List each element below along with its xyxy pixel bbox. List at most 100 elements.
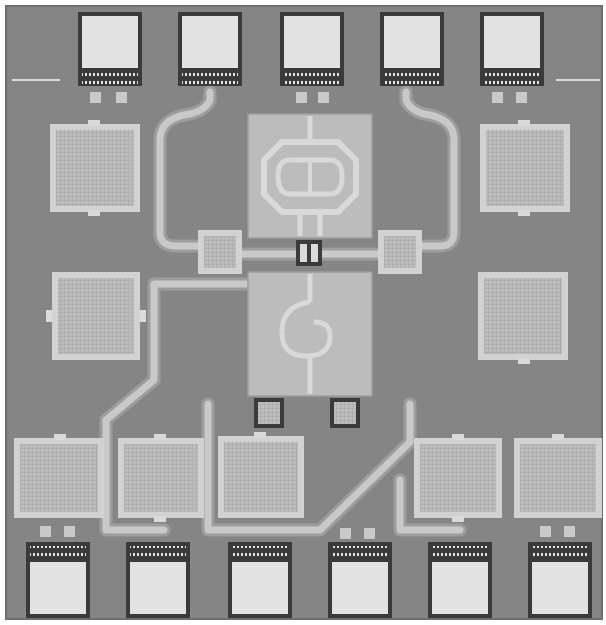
- capacitor-lower-right: [478, 272, 568, 364]
- pad-grid: [334, 402, 356, 424]
- inductor-spiral: [279, 299, 333, 359]
- cap-contact: [452, 516, 464, 522]
- pad-teeth: [332, 546, 388, 560]
- cap-plate: [58, 278, 134, 354]
- capacitor-bottom-5: [514, 434, 602, 518]
- cap-plate: [224, 442, 298, 512]
- cap-contact: [154, 516, 166, 522]
- top-bond-pads: [78, 12, 544, 86]
- cap-contact: [452, 434, 464, 440]
- pad-grid: [258, 402, 280, 424]
- inductor-lower: [247, 271, 373, 397]
- pad-metal: [484, 16, 540, 68]
- bond-pad-bottom-6: [528, 542, 592, 618]
- pad-metal: [332, 562, 388, 614]
- pad-metal: [130, 562, 186, 614]
- mim-capacitors-bottom: [14, 432, 602, 522]
- pad-metal: [182, 16, 238, 68]
- pad-metal: [532, 562, 588, 614]
- inductor-plate-edge: [247, 113, 373, 239]
- pad-metal: [432, 562, 488, 614]
- bond-pad-bottom-1: [26, 542, 90, 618]
- pad-teeth: [182, 70, 238, 84]
- cap-contact: [46, 310, 52, 322]
- via: [492, 92, 503, 103]
- die-edge: [5, 5, 603, 620]
- pad-teeth: [532, 546, 588, 560]
- transistor-right: [378, 230, 422, 274]
- cap-contact: [518, 210, 530, 216]
- via: [116, 92, 127, 103]
- cap-contact: [552, 434, 564, 440]
- bottom-bond-pads: [26, 542, 592, 618]
- inductor-plate-edge: [247, 271, 373, 397]
- via: [90, 92, 101, 103]
- pad-teeth: [30, 546, 86, 560]
- bond-pad-bottom-4: [328, 542, 392, 618]
- bond-pad-top-3: [280, 12, 344, 86]
- mim-capacitors-side: [46, 120, 570, 364]
- trace-center-diagonal-metal: [204, 400, 414, 534]
- cap-plate: [420, 444, 496, 512]
- via: [40, 526, 51, 537]
- via: [540, 526, 551, 537]
- pad-teeth: [432, 546, 488, 560]
- pad-teeth: [284, 70, 340, 84]
- inductor-bottom-pads: [254, 398, 360, 428]
- cap-contact: [154, 434, 166, 440]
- cap-contact: [518, 358, 530, 364]
- via: [296, 92, 307, 103]
- cell-grid: [384, 236, 416, 268]
- inductor-exit: [297, 212, 323, 236]
- cap-plate: [520, 444, 596, 512]
- pad-teeth: [130, 546, 186, 560]
- cap-plate: [486, 130, 564, 206]
- cap-contact: [88, 210, 100, 216]
- pad-metal: [82, 16, 138, 68]
- trace-right-feed-metal: [396, 476, 464, 534]
- capacitor-upper-left: [50, 120, 140, 216]
- inductor-outer-turn: [261, 139, 359, 215]
- bottom-via-pairs: [40, 526, 575, 539]
- top-via-pairs: [90, 92, 527, 103]
- inductor-inner-turn: [275, 157, 345, 197]
- pad-teeth: [82, 70, 138, 84]
- pad-metal: [232, 562, 288, 614]
- bond-pad-bottom-2: [126, 542, 190, 618]
- cell-grid: [204, 236, 236, 268]
- capacitor-lower-left: [46, 272, 146, 360]
- pad-metal: [284, 16, 340, 68]
- cap-plate: [56, 130, 134, 206]
- pad-teeth: [484, 70, 540, 84]
- cap-contact: [88, 120, 100, 126]
- bond-pad-top-5: [480, 12, 544, 86]
- pad-teeth: [232, 546, 288, 560]
- transistor-cells: [198, 230, 422, 274]
- via: [340, 528, 351, 539]
- bond-pad-top-2: [178, 12, 242, 86]
- bond-pad-bottom-5: [428, 542, 492, 618]
- capacitor-bottom-4: [414, 434, 502, 522]
- via: [516, 92, 527, 103]
- via: [564, 526, 575, 537]
- via: [364, 528, 375, 539]
- inductor-upper: [247, 113, 373, 239]
- transistor-left: [198, 230, 242, 274]
- cap-contact: [254, 432, 266, 438]
- trace-left-feed-metal: [102, 280, 254, 534]
- cap-plate: [124, 444, 198, 512]
- cap-contact: [140, 310, 146, 322]
- capacitor-bottom-2: [118, 434, 204, 522]
- capacitor-upper-right: [480, 120, 570, 216]
- capacitor-bottom-3: [218, 432, 304, 518]
- capacitor-bottom-1: [14, 434, 104, 518]
- pad-metal: [384, 16, 440, 68]
- trace-right-loop-metal: [402, 88, 458, 250]
- cap-contact: [518, 120, 530, 126]
- via: [64, 526, 75, 537]
- cell-center-bar: [307, 244, 311, 262]
- bond-pad-top-1: [78, 12, 142, 86]
- bond-pad-top-4: [380, 12, 444, 86]
- bond-pad-bottom-3: [228, 542, 292, 618]
